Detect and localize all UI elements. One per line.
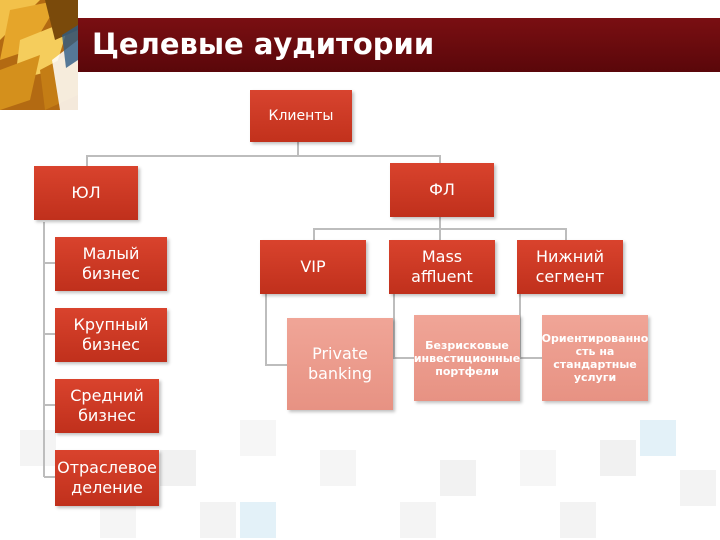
node-medium-business: Средний бизнес xyxy=(55,379,159,433)
node-vip-label: VIP xyxy=(300,257,326,276)
node-mass-affluent-label: Mass affluent xyxy=(411,247,473,286)
gold-bars-logo-icon xyxy=(0,0,78,110)
node-large-business: Крупный бизнес xyxy=(55,308,167,362)
node-large-business-label: Крупный бизнес xyxy=(73,315,149,354)
node-standard-services-label: Ориентированно сть на стандартные услуги xyxy=(541,332,649,384)
title-band xyxy=(70,18,720,72)
node-lower-segment-label: Нижний сегмент xyxy=(535,247,605,286)
node-small-business-label: Малый бизнес xyxy=(82,244,140,283)
node-clients: Клиенты xyxy=(250,90,352,142)
node-industry-division-label: Отраслевое деление xyxy=(57,458,157,497)
node-clients-label: Клиенты xyxy=(268,108,334,124)
node-vip: VIP xyxy=(260,240,366,294)
node-mass-affluent: Mass affluent xyxy=(389,240,495,294)
title-bar: Целевые аудитории xyxy=(0,0,720,110)
node-fl-label: ФЛ xyxy=(429,180,455,199)
node-medium-business-label: Средний бизнес xyxy=(70,386,144,425)
node-riskless-portfolios-label: Безрисковые инвестиционные портфели xyxy=(413,338,521,378)
node-private-banking-label: Private banking xyxy=(307,344,373,383)
node-fl: ФЛ xyxy=(390,163,494,217)
node-ul: ЮЛ xyxy=(34,166,138,220)
node-private-banking: Private banking xyxy=(287,318,393,410)
background-tiles xyxy=(0,410,720,540)
page-title: Целевые аудитории xyxy=(92,27,435,61)
node-standard-services: Ориентированно сть на стандартные услуги xyxy=(542,315,648,401)
node-lower-segment: Нижний сегмент xyxy=(517,240,623,294)
node-industry-division: Отраслевое деление xyxy=(55,450,159,506)
node-ul-label: ЮЛ xyxy=(71,183,101,202)
node-small-business: Малый бизнес xyxy=(55,237,167,291)
node-riskless-portfolios: Безрисковые инвестиционные портфели xyxy=(414,315,520,401)
